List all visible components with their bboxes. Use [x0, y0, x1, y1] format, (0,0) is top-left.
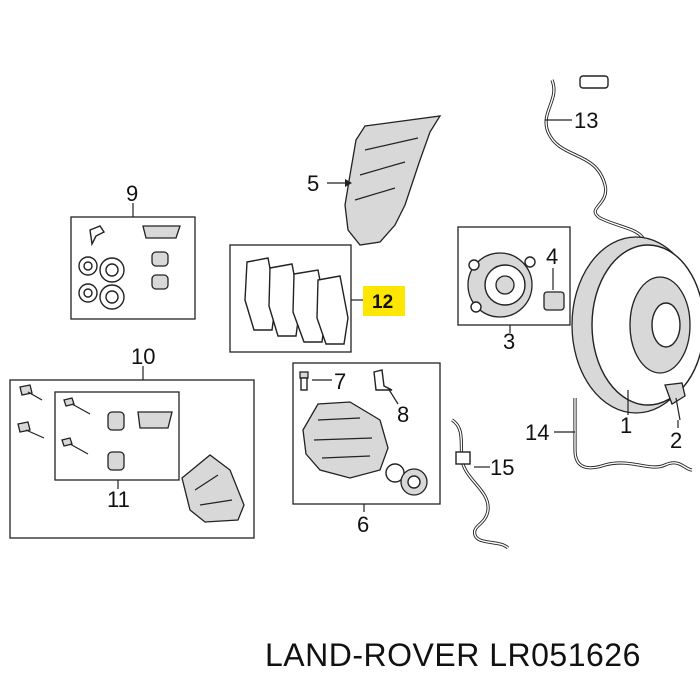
sensor-cable-lower [573, 398, 693, 472]
callout-10: 10 [131, 344, 155, 369]
callout-7: 7 [334, 369, 346, 394]
kit-box-11 [54, 391, 180, 481]
callout-8: 8 [397, 402, 409, 427]
callout-1: 1 [620, 413, 632, 438]
callout-13: 13 [574, 108, 598, 133]
callout-3: 3 [503, 329, 515, 354]
callout-6: 6 [357, 512, 369, 537]
brake-disc [571, 236, 700, 414]
bleed-screw [299, 371, 309, 391]
box-10-parts [17, 384, 245, 523]
sensor-cable-upper [544, 75, 647, 243]
kit-9-parts [78, 225, 181, 310]
callout-2: 2 [670, 428, 682, 453]
caliper-clip [373, 369, 393, 391]
sensor-cable-caliper [451, 418, 510, 550]
callout-9: 9 [126, 181, 138, 206]
callout-15: 15 [490, 455, 514, 480]
part-number-caption: LAND-ROVER LR051626 [265, 637, 641, 673]
disc-screw [664, 382, 686, 421]
dust-shield [344, 115, 442, 246]
callout-5: 5 [307, 171, 319, 196]
caliper-box-6 [292, 362, 441, 505]
hub-box-3 [457, 226, 571, 326]
callout-4: 4 [546, 244, 558, 269]
wheel-hub [467, 252, 536, 318]
callout-14: 14 [525, 420, 549, 445]
callout-12: 12 [372, 292, 393, 313]
pad-box-12 [229, 244, 352, 353]
callout-11: 11 [107, 487, 130, 512]
caliper-carrier-box-10 [9, 379, 255, 539]
hub-nut [543, 291, 565, 311]
highlight-12 [363, 286, 405, 316]
brake-caliper [302, 401, 428, 496]
brake-pads [244, 257, 349, 345]
